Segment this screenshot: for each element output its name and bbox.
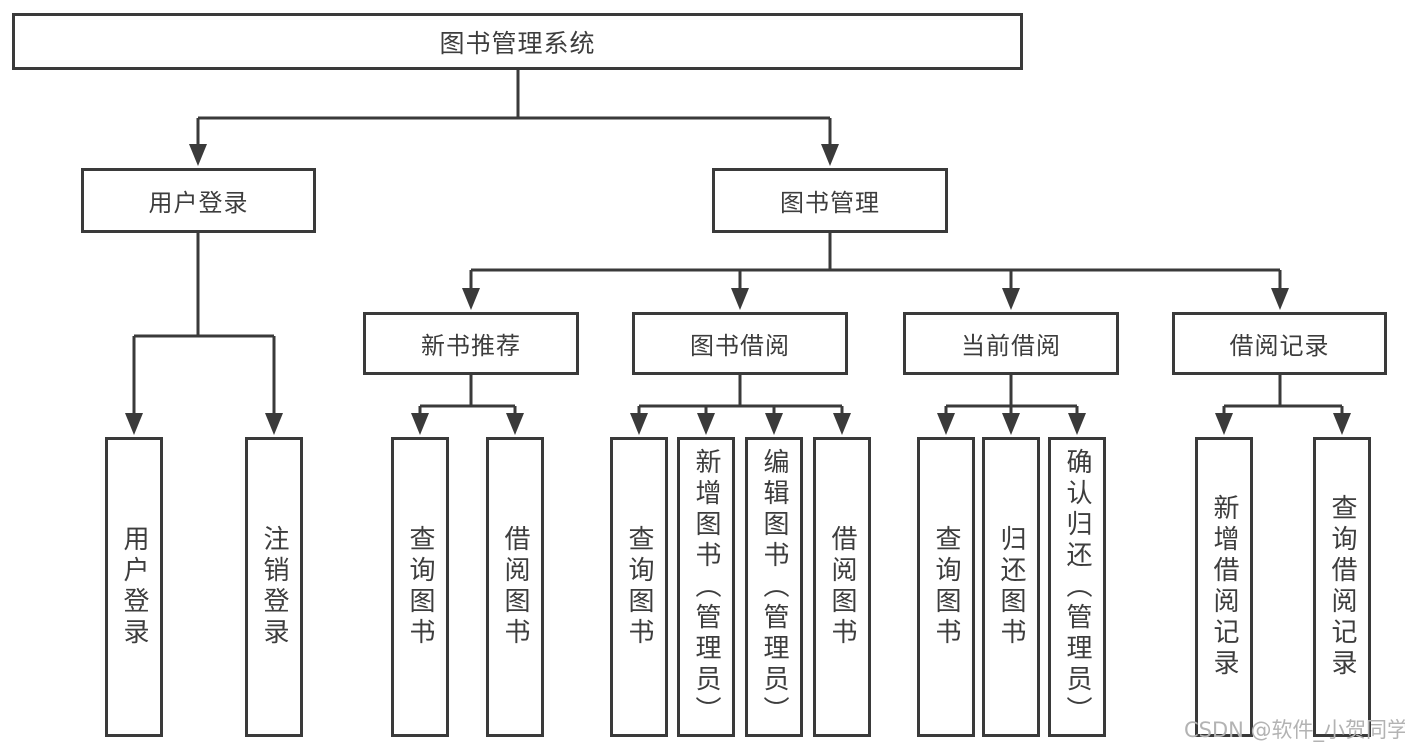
leaf-user-login-label: 用户登录 — [119, 525, 149, 649]
node-book-borrow: 图书借阅 — [632, 312, 848, 375]
leaf-return-books: 归还图书 — [982, 437, 1040, 737]
leaf-confirm-return-admin: 确认归还（管理员） — [1048, 437, 1106, 737]
arrowhead-borrow-books-1 — [506, 413, 524, 435]
leaf-return-books-label: 归还图书 — [996, 525, 1026, 649]
arrowhead-borrow-records — [1271, 288, 1289, 310]
node-book-management-label: 图书管理 — [780, 189, 880, 217]
connector-root-to-level2 — [196, 70, 832, 146]
leaf-add-books-admin: 新增图书（管理员） — [677, 437, 735, 737]
leaf-query-books-2: 查询图书 — [610, 437, 668, 737]
leaf-edit-books-admin: 编辑图书（管理员） — [745, 437, 803, 737]
connector-current-borrow-branch — [944, 375, 1079, 415]
arrowhead-book-borrow — [731, 288, 749, 310]
leaf-borrow-books-2-label: 借阅图书 — [827, 525, 857, 649]
arrowhead-new-book-recommend — [462, 288, 480, 310]
node-new-book-recommend: 新书推荐 — [363, 312, 579, 375]
node-current-borrow: 当前借阅 — [903, 312, 1119, 375]
leaf-query-books-3: 查询图书 — [917, 437, 975, 737]
leaf-add-borrow-record-label: 新增借阅记录 — [1209, 494, 1239, 680]
leaf-borrow-books-1-label: 借阅图书 — [500, 525, 530, 649]
arrowhead-add-books — [697, 413, 715, 435]
node-user-login: 用户登录 — [81, 168, 316, 233]
leaf-add-books-admin-label: 新增图书（管理员） — [691, 447, 721, 727]
arrowhead-query-books-2 — [630, 413, 648, 435]
connector-borrow-records-branch — [1222, 375, 1344, 415]
arrowhead-return-books — [1002, 413, 1020, 435]
arrowhead-logout-leaf — [265, 413, 283, 435]
node-root-library-system: 图书管理系统 — [12, 13, 1023, 70]
leaf-query-books-3-label: 查询图书 — [931, 525, 961, 649]
node-current-borrow-label: 当前借阅 — [961, 332, 1061, 360]
leaf-add-borrow-record: 新增借阅记录 — [1195, 437, 1253, 737]
arrowhead-current-borrow — [1002, 288, 1020, 310]
leaf-query-borrow-record: 查询借阅记录 — [1313, 437, 1371, 737]
arrowhead-user-login-leaf — [125, 413, 143, 435]
leaf-borrow-books-2: 借阅图书 — [813, 437, 871, 737]
leaf-query-books-1-label: 查询图书 — [405, 525, 435, 649]
leaf-query-books-2-label: 查询图书 — [624, 525, 654, 649]
arrowhead-confirm-return — [1068, 413, 1086, 435]
leaf-user-login: 用户登录 — [105, 437, 163, 737]
connector-book-borrow-branch — [637, 375, 844, 415]
arrowhead-borrow-books-2 — [833, 413, 851, 435]
arrowhead-query-books-3 — [937, 413, 955, 435]
node-book-management: 图书管理 — [712, 168, 948, 233]
node-borrow-records: 借阅记录 — [1172, 312, 1387, 375]
node-new-book-recommend-label: 新书推荐 — [421, 332, 521, 360]
arrowhead-book-management — [821, 144, 839, 166]
connector-user-login-branch — [132, 233, 276, 415]
node-book-borrow-label: 图书借阅 — [690, 332, 790, 360]
leaf-logout: 注销登录 — [245, 437, 303, 737]
arrowhead-query-borrow-record — [1333, 413, 1351, 435]
arrowhead-query-books-1 — [411, 413, 429, 435]
leaf-logout-label: 注销登录 — [259, 525, 289, 649]
connector-book-management-branch — [469, 233, 1282, 290]
leaf-edit-books-admin-label: 编辑图书（管理员） — [759, 447, 789, 727]
leaf-query-books-1: 查询图书 — [391, 437, 449, 737]
leaf-confirm-return-admin-label: 确认归还（管理员） — [1062, 447, 1092, 727]
csdn-watermark: CSDN @软件_小贺同学 — [1184, 718, 1405, 742]
arrowhead-user-login — [189, 144, 207, 166]
leaf-query-borrow-record-label: 查询借阅记录 — [1327, 494, 1357, 680]
arrowhead-add-borrow-record — [1215, 413, 1233, 435]
node-root-label: 图书管理系统 — [439, 28, 596, 58]
leaf-borrow-books-1: 借阅图书 — [486, 437, 544, 737]
connector-new-book-recommend-branch — [418, 375, 517, 415]
node-user-login-label: 用户登录 — [148, 189, 249, 217]
node-borrow-records-label: 借阅记录 — [1229, 332, 1330, 360]
arrowhead-edit-books — [765, 413, 783, 435]
